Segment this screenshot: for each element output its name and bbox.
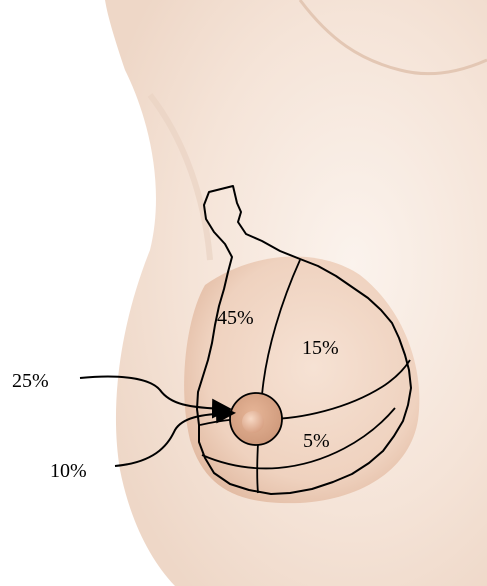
nipple	[242, 411, 264, 433]
label-upper-inner: 15%	[302, 337, 339, 359]
label-upper-outer: 45%	[217, 307, 254, 329]
label-nipple-areola: 10%	[50, 460, 87, 482]
label-lower: 5%	[303, 430, 330, 452]
label-central: 25%	[12, 370, 49, 392]
